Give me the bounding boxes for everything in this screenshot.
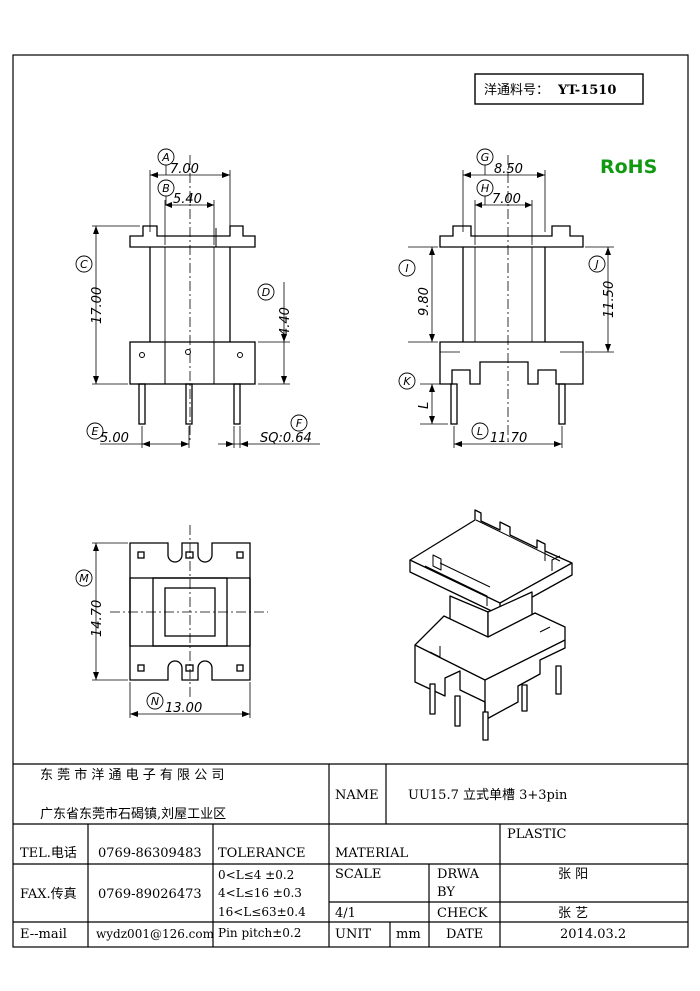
title-block-grid <box>13 763 688 947</box>
rohs-mark: RoHS <box>600 156 657 178</box>
label-L: L <box>477 425 483 438</box>
company-name: 东 莞 市 洋 通 电 子 有 限 公 司 <box>40 767 224 783</box>
bottom-view-labels: M 14.70 N 13.00 <box>75 569 202 716</box>
dim-H: 7.00 <box>492 192 521 207</box>
front-view-labels: A 7.00 B 5.40 C 17.00 D 4.40 E 5.00 F SQ… <box>75 148 312 446</box>
isometric-view <box>409 509 573 741</box>
bottom-view-dimensions <box>92 525 268 718</box>
drawn-by-label-1: DRWA <box>437 867 480 882</box>
tolerance-line-2: 4<L≤16 ±0.3 <box>218 886 302 900</box>
fax-label: FAX.传真 <box>20 887 77 902</box>
unit-value: mm <box>396 927 421 942</box>
tel-label: TEL.电话 <box>20 846 77 861</box>
dim-B: 5.40 <box>173 192 202 207</box>
tolerance-line-4: Pin pitch±0.2 <box>218 926 301 940</box>
side-view <box>439 225 584 425</box>
label-A: A <box>161 151 170 164</box>
label-G: G <box>481 151 490 164</box>
dim-G: 8.50 <box>494 162 523 177</box>
dim-A: 7.00 <box>170 162 199 177</box>
label-D: D <box>262 286 270 299</box>
label-H: H <box>481 182 489 195</box>
material-label: MATERIAL <box>335 846 408 861</box>
part-number-code: YT-1510 <box>557 83 616 98</box>
dim-D: 4.40 <box>278 307 293 336</box>
dim-I: 9.80 <box>417 287 432 316</box>
label-J: J <box>593 258 598 271</box>
sheet-border <box>12 54 689 948</box>
side-view-dimensions <box>408 155 614 448</box>
label-I: I <box>405 262 408 275</box>
tolerance-line-1: 0<L≤4 ±0.2 <box>218 868 294 882</box>
drawn-by-value: 张 阳 <box>558 867 588 882</box>
name-label: NAME <box>335 788 379 803</box>
label-C: C <box>80 258 88 271</box>
part-number-box: 洋通料号： YT-1510 <box>474 73 644 105</box>
label-K: K <box>403 375 411 388</box>
dim-E: 5.00 <box>100 431 129 446</box>
dim-K: L <box>417 402 432 409</box>
material-value: PLASTIC <box>507 827 566 842</box>
front-view-arrows <box>93 172 287 447</box>
bottom-view-arrows <box>93 543 250 717</box>
scale-value: 4/1 <box>335 906 356 921</box>
dim-F: SQ:0.64 <box>260 431 312 446</box>
name-value: UU15.7 立式单槽 3+3pin <box>408 788 568 803</box>
tel-value: 0769-86309483 <box>98 846 202 861</box>
side-view-arrows <box>429 172 611 447</box>
company-address: 广东省东莞市石碣镇,刘屋工业区 <box>40 806 226 822</box>
label-N: N <box>151 695 159 708</box>
label-E: E <box>92 425 99 438</box>
email-value: wydz001@126.com <box>96 927 215 941</box>
dim-J: 11.50 <box>602 281 617 318</box>
email-label: E--mail <box>20 927 67 942</box>
dim-M: 14.70 <box>90 600 105 637</box>
date-value: 2014.03.2 <box>560 927 626 942</box>
tolerance-label: TOLERANCE <box>218 846 305 861</box>
dim-L: 11.70 <box>490 431 527 446</box>
scale-label: SCALE <box>335 867 381 882</box>
front-view <box>129 225 256 425</box>
label-B: B <box>162 182 170 195</box>
dim-C: 17.00 <box>90 287 105 324</box>
fax-value: 0769-89026473 <box>98 887 202 902</box>
dim-N: 13.00 <box>165 701 202 716</box>
date-label: DATE <box>446 927 483 942</box>
tolerance-line-3: 16<L≤63±0.4 <box>218 905 306 919</box>
label-F: F <box>296 417 303 430</box>
unit-label: UNIT <box>335 927 371 942</box>
front-view-dimensions <box>92 155 320 448</box>
label-M: M <box>79 572 89 585</box>
check-value: 张 艺 <box>558 906 588 921</box>
side-view-labels: G 8.50 H 7.00 I 9.80 J 11.50 K L L 11.70 <box>398 148 617 446</box>
part-number-label: 洋通料号： <box>484 83 549 98</box>
check-label: CHECK <box>437 906 488 921</box>
title-block-text: 东 莞 市 洋 通 电 子 有 限 公 司 广东省东莞市石碣镇,刘屋工业区 NA… <box>20 767 626 942</box>
drawn-by-label-2: BY <box>437 885 455 900</box>
